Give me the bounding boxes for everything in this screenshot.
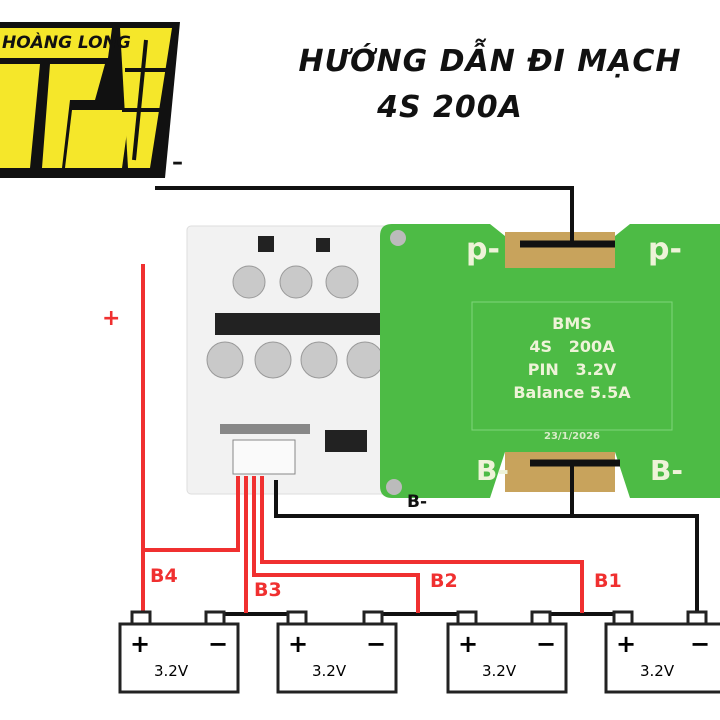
capacitor — [346, 341, 384, 379]
minus-sign: − — [690, 630, 711, 658]
voltage-label: 3.2V — [312, 662, 347, 680]
wire-b4 — [143, 476, 240, 552]
battery-1 — [118, 622, 240, 694]
balance-connector — [232, 439, 296, 475]
capacitor — [232, 265, 266, 299]
spec-line: Balance 5.5A — [513, 383, 631, 402]
wire-b2 — [252, 476, 420, 613]
b-minus-wire — [274, 480, 699, 613]
battery-3-text: + − 3.2V — [448, 630, 566, 690]
minus-label: – — [172, 150, 183, 175]
pad-label-b-left: B- — [476, 454, 509, 487]
battery-2-text: + − 3.2V — [278, 630, 396, 690]
plus-sign: + — [616, 630, 637, 658]
label-b4: B4 — [150, 565, 178, 587]
p-minus-wire — [155, 186, 574, 244]
voltage-label: 3.2V — [154, 662, 189, 680]
spec-line: PIN 3.2V — [527, 360, 617, 379]
balance-board — [186, 225, 398, 495]
wire-b1 — [260, 476, 584, 613]
voltage-label: 3.2V — [640, 662, 675, 680]
plus-label: + — [102, 306, 121, 331]
minus-sign: − — [536, 630, 557, 658]
b-minus-wire-label: B- — [407, 492, 428, 512]
bms-date: 23/1/2026 — [543, 431, 600, 442]
title-line-1: HƯỚNG DẪN ĐI MẠCH — [298, 44, 682, 79]
voltage-label: 3.2V — [482, 662, 517, 680]
plus-sign: + — [288, 630, 309, 658]
pad-label-p-left: p- — [466, 232, 500, 267]
battery-2 — [276, 622, 398, 694]
plus-sign: + — [130, 630, 151, 658]
capacitor — [206, 341, 244, 379]
minus-sign: − — [208, 630, 229, 658]
bms-spec-block: BMS 4S 200A PIN 3.2V Balance 5.5A — [472, 312, 672, 404]
spec-line: BMS — [552, 314, 592, 333]
capacitor — [254, 341, 292, 379]
battery-1-text: + − 3.2V — [120, 630, 238, 690]
spec-line: 4S 200A — [529, 337, 615, 356]
plus-sign: + — [458, 630, 479, 658]
minus-sign: − — [366, 630, 387, 658]
battery-4 — [604, 622, 720, 694]
bms-board — [380, 224, 720, 498]
battery-pack — [118, 610, 720, 694]
logo-text: HOÀNG LONG — [2, 33, 131, 53]
capacitor — [300, 341, 338, 379]
battery-3 — [446, 622, 568, 694]
battery-4-text: + − 3.2V — [606, 630, 720, 690]
pad-label-p-right: p- — [648, 232, 682, 267]
label-b1: B1 — [594, 570, 622, 592]
title-line-2: 4S 200A — [377, 90, 523, 125]
label-b2: B2 — [430, 570, 458, 592]
capacitor — [279, 265, 313, 299]
label-b3: B3 — [254, 579, 282, 601]
capacitor — [325, 265, 359, 299]
pad-label-b-right: B- — [650, 454, 683, 487]
